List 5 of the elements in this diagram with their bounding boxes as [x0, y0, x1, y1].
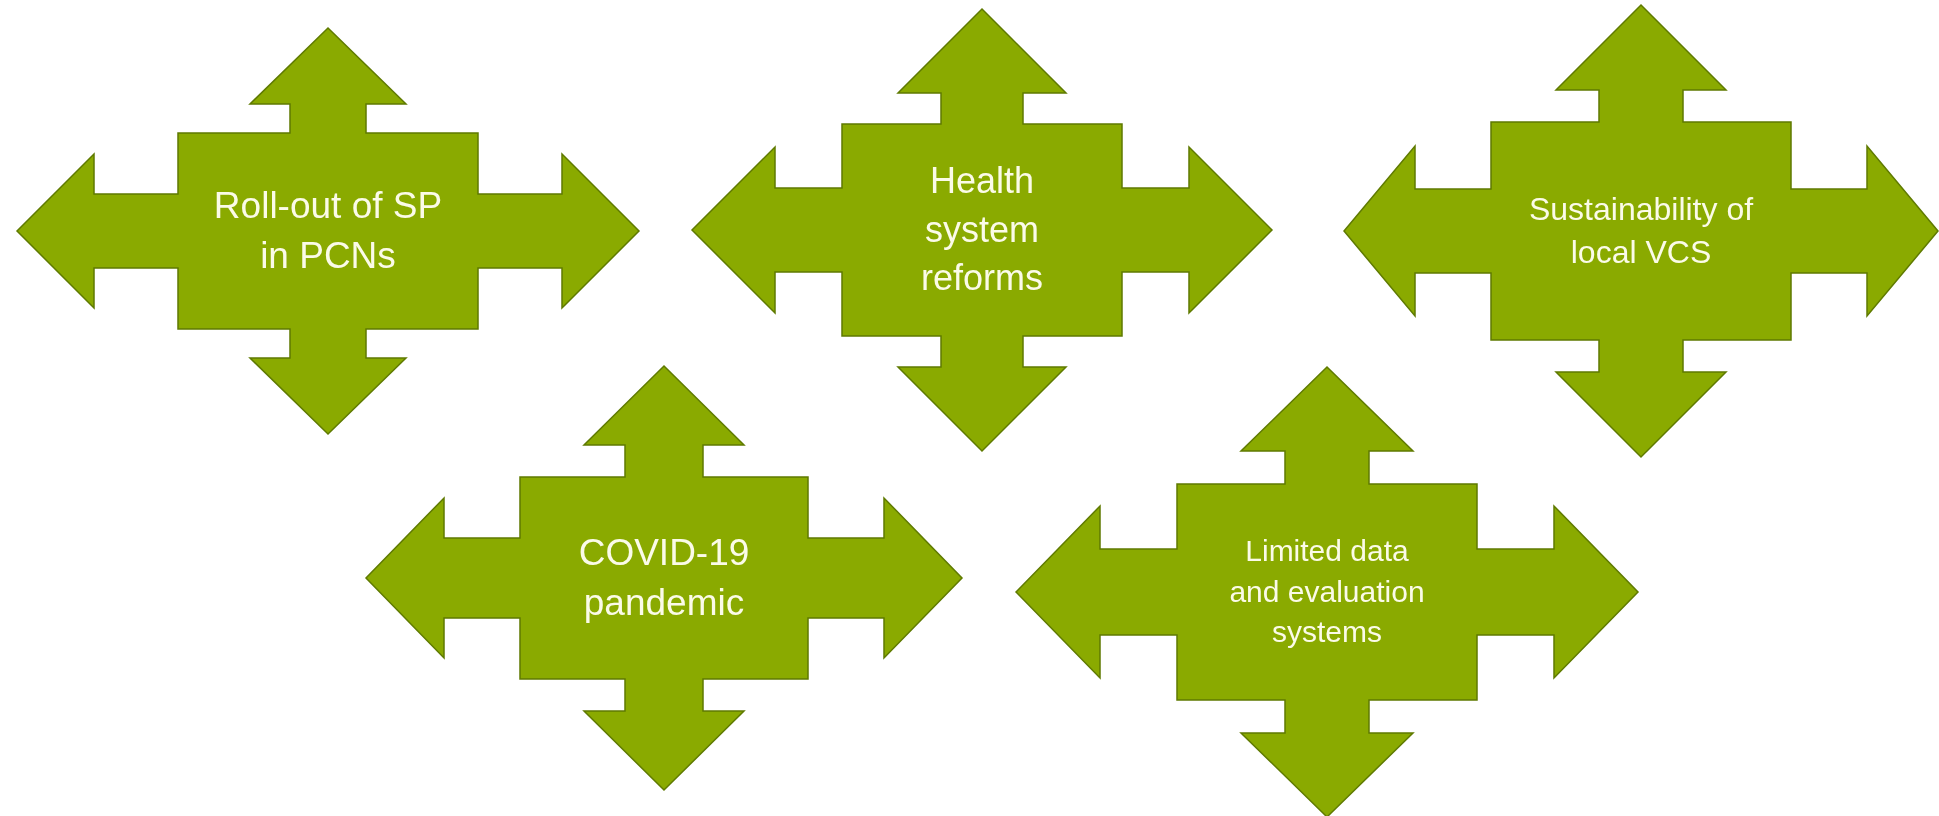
shape-label: Sustainability of local VCS — [1527, 189, 1755, 272]
shape-label: Roll-out of SP in PCNs — [213, 184, 443, 278]
shape-label: Health system reforms — [920, 159, 1044, 301]
shape-label: COVID-19 pandemic — [577, 531, 751, 625]
shape-label: Limited data and evaluation systems — [1228, 533, 1426, 651]
